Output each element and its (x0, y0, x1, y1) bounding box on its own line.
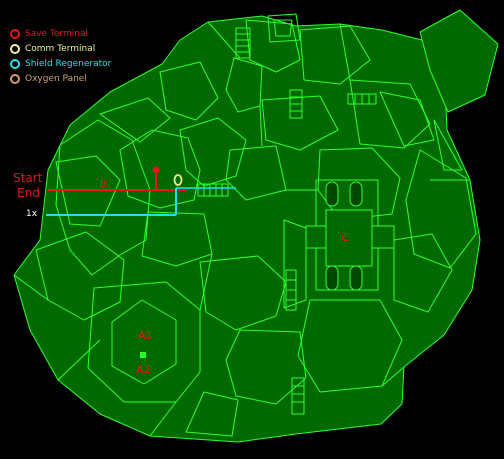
shield-regenerator-icon (10, 58, 20, 69)
legend-item-save-terminal: Save Terminal (10, 26, 111, 41)
legend-label: Shield Regenerator (25, 58, 112, 69)
door-label-a2: A2 (136, 363, 151, 376)
legend-item-oxygen-panel: Oxygen Panel (10, 71, 111, 86)
door-label-c: C (341, 231, 349, 244)
end-label: End (17, 186, 40, 200)
door-marker-a (140, 352, 146, 358)
door-label-b: B (100, 177, 108, 190)
map-outer-hull (13, 15, 481, 443)
legend-item-comm-terminal: Comm Terminal (10, 41, 111, 56)
oxygen-panel-icon (10, 73, 20, 84)
comm-terminal-icon (10, 43, 20, 54)
map-legend: Save Terminal Comm Terminal Shield Regen… (10, 26, 111, 86)
legend-label: Comm Terminal (25, 43, 96, 54)
legend-label: Oxygen Panel (25, 73, 87, 84)
save-terminal-marker (152, 166, 160, 190)
legend-item-shield-regenerator: Shield Regenerator (10, 56, 111, 71)
map-room-c (315, 179, 379, 291)
save-terminal-icon (10, 28, 20, 39)
legend-label: Save Terminal (25, 28, 88, 39)
shield-regen-count-label: 1x (26, 209, 38, 219)
map-right-arm (419, 9, 499, 113)
map-room-a (87, 281, 201, 403)
comm-terminal-marker (173, 174, 183, 186)
start-label: Start (13, 171, 43, 185)
door-label-a1: A1 (138, 329, 153, 342)
map-room-b (119, 129, 201, 209)
